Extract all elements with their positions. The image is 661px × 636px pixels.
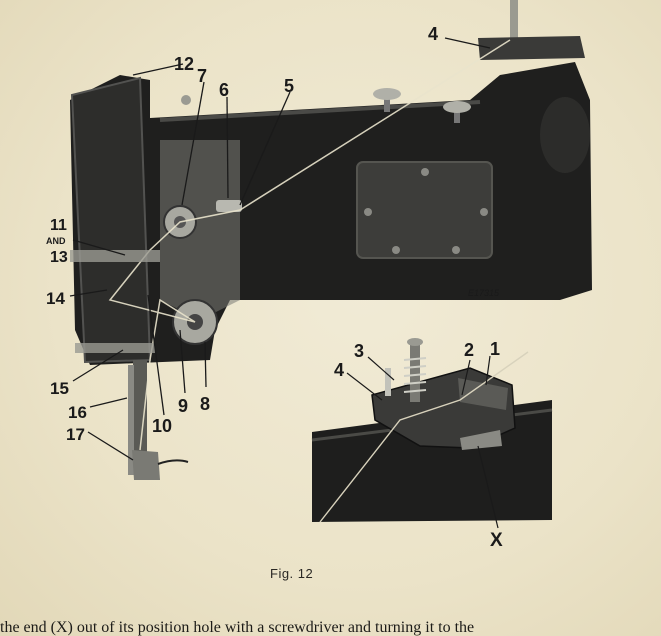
machine-head bbox=[70, 0, 592, 480]
body-text-line: the end (X) out of its position hole wit… bbox=[0, 620, 475, 636]
callout-and: AND bbox=[46, 236, 66, 246]
callout-5: 5 bbox=[284, 76, 294, 96]
figure-caption: Fig. 12 bbox=[270, 566, 314, 581]
callout-4-main: 4 bbox=[428, 24, 438, 44]
callout-13: 13 bbox=[50, 249, 68, 266]
plate-code: E17315 bbox=[468, 288, 500, 298]
callout-7: 7 bbox=[197, 66, 207, 86]
callout-15: 15 bbox=[50, 379, 69, 398]
inset-leader-lines bbox=[346, 355, 499, 529]
inset-callout-x: X bbox=[490, 530, 503, 551]
callout-17: 17 bbox=[66, 425, 85, 444]
inset-callout-4: 4 bbox=[334, 360, 344, 380]
inset-detail bbox=[311, 338, 553, 523]
inset-callout-1: 1 bbox=[490, 339, 500, 359]
callout-14: 14 bbox=[46, 289, 65, 308]
callout-10: 10 bbox=[152, 416, 172, 436]
callout-16: 16 bbox=[68, 403, 87, 422]
callout-8: 8 bbox=[200, 394, 210, 414]
inset-callout-3: 3 bbox=[354, 341, 364, 361]
callout-9: 9 bbox=[178, 396, 188, 416]
leader-lines bbox=[69, 37, 491, 461]
callout-11: 11 bbox=[50, 217, 67, 234]
inset-callout-2: 2 bbox=[464, 340, 474, 360]
threading-diagram: E17315 4 5 6 7 12 11 AND 13 14 15 16 17 bbox=[46, 0, 592, 551]
callout-6: 6 bbox=[219, 80, 229, 100]
callout-12: 12 bbox=[174, 54, 194, 74]
